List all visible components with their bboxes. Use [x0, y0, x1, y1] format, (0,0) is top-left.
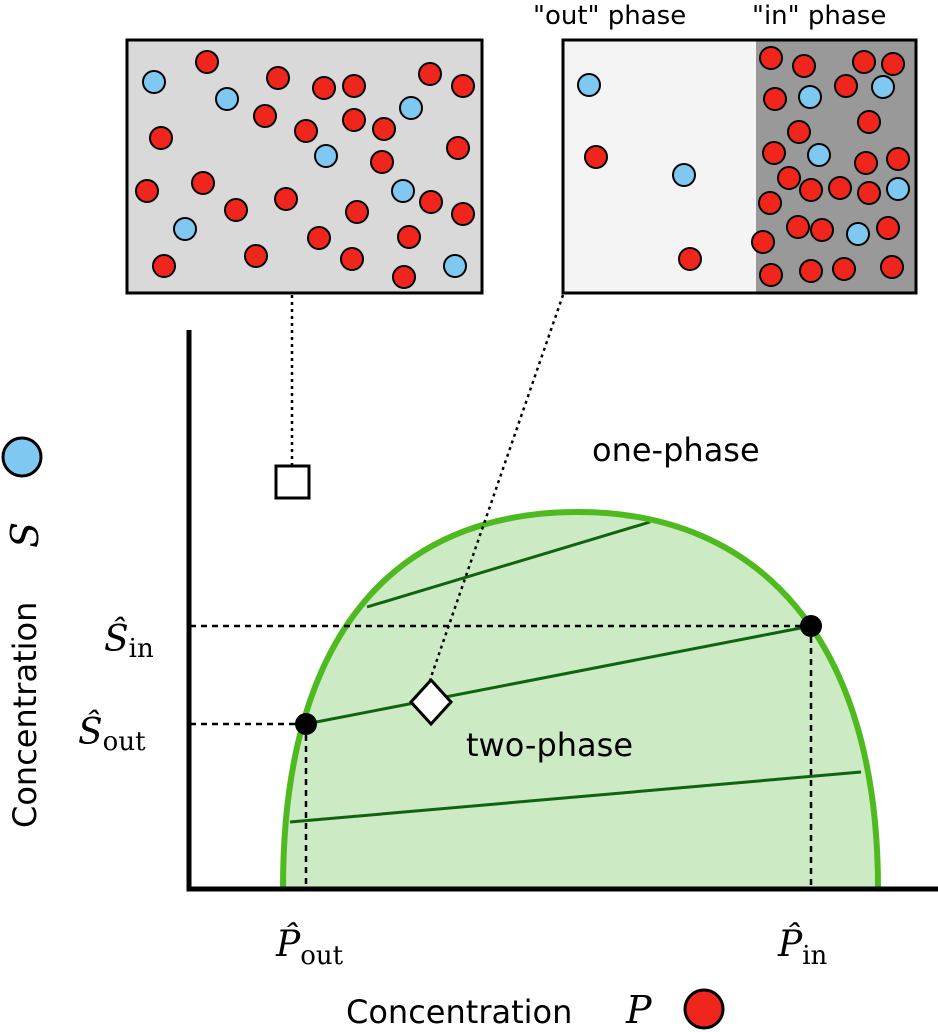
diamond-marker-icon — [408, 677, 454, 727]
square-marker-icon — [274, 464, 311, 500]
red-particle — [419, 190, 443, 214]
red-particle — [799, 259, 823, 283]
red-particle — [370, 150, 394, 174]
red-particle — [345, 200, 369, 224]
red-particle — [418, 62, 442, 86]
blue-particle — [886, 177, 910, 201]
blue-particle — [443, 254, 467, 278]
red-particle — [584, 145, 608, 169]
blue-particle — [577, 73, 601, 97]
mixed-state-inset — [125, 38, 484, 295]
out-phase-label: "out" phase — [533, 1, 686, 31]
red-particle — [152, 254, 176, 278]
tie-line — [366, 520, 651, 609]
blue-particle — [807, 143, 831, 167]
separated-state-inset — [561, 38, 918, 295]
red-particle — [451, 74, 475, 98]
axes — [186, 330, 938, 892]
two-phase-region — [283, 512, 878, 888]
red-particle — [852, 50, 876, 74]
red-particle — [759, 263, 783, 287]
red-particle — [762, 141, 786, 165]
y-axis-symbol: S — [3, 522, 47, 548]
x-axis-symbol: P — [625, 988, 653, 1032]
separated-particles — [577, 46, 910, 287]
blue-particle — [672, 163, 696, 187]
blue-circle-legend-icon — [1, 436, 43, 478]
coexistence-point-out — [295, 713, 317, 735]
red-circle-legend-icon — [683, 988, 725, 1030]
y-axis-title-group: Concentration S — [3, 522, 47, 828]
mixed-particles — [135, 50, 475, 289]
p-out-label: P̂out — [275, 922, 344, 971]
blue-particle — [173, 217, 197, 241]
blue-particle — [314, 144, 338, 168]
blue-particle — [391, 179, 415, 203]
red-particle — [274, 187, 298, 211]
red-particle — [149, 126, 173, 150]
coexistence-guides — [190, 624, 813, 888]
red-particle — [397, 225, 421, 249]
red-particle — [451, 202, 475, 226]
blue-particle — [871, 75, 895, 99]
s-in-label: Ŝin — [104, 618, 154, 664]
red-particle — [792, 54, 816, 78]
red-particle — [810, 218, 834, 242]
red-particle — [759, 46, 783, 70]
blue-particle — [798, 85, 822, 109]
blue-particle — [142, 70, 166, 94]
red-particle — [881, 52, 905, 76]
red-particle — [342, 108, 366, 132]
blue-particle — [846, 222, 870, 246]
red-particle — [758, 191, 782, 215]
red-particle — [312, 76, 336, 100]
one-phase-label: one-phase — [592, 431, 760, 469]
red-particle — [135, 179, 159, 203]
p-in-label: P̂in — [777, 922, 828, 971]
red-particle — [266, 66, 290, 90]
red-particle — [799, 178, 823, 202]
inset-connectors — [290, 294, 565, 681]
red-particle — [787, 120, 811, 144]
red-particle — [832, 257, 856, 281]
red-particle — [244, 244, 268, 268]
y-axis-title: Concentration — [6, 602, 44, 828]
red-particle — [828, 176, 852, 200]
red-particle — [857, 181, 881, 205]
red-particle — [446, 136, 470, 160]
red-particle — [392, 265, 416, 289]
red-particle — [294, 119, 318, 143]
s-out-label: Ŝout — [78, 711, 146, 757]
two-phase-label: two-phase — [466, 726, 633, 764]
red-particle — [834, 74, 858, 98]
red-particle — [340, 247, 364, 271]
tie-line — [305, 624, 812, 726]
blue-particle — [399, 96, 423, 120]
red-particle — [857, 110, 881, 134]
red-particle — [876, 216, 900, 240]
tie-line — [289, 770, 862, 824]
red-particle — [307, 226, 331, 250]
red-particle — [342, 74, 366, 98]
coexistence-point-in — [800, 615, 822, 637]
red-particle — [195, 50, 219, 74]
in-phase-label: "in" phase — [752, 1, 886, 31]
red-particle — [224, 198, 248, 222]
red-particle — [253, 104, 277, 128]
red-particle — [777, 166, 801, 190]
red-particle — [372, 117, 396, 141]
red-particle — [763, 87, 787, 111]
red-particle — [786, 215, 810, 239]
red-particle — [678, 247, 702, 271]
red-particle — [191, 171, 215, 195]
red-particle — [751, 230, 775, 254]
x-axis-title: Concentration — [346, 993, 572, 1031]
blue-particle — [215, 87, 239, 111]
red-particle — [886, 147, 910, 171]
red-particle — [880, 255, 904, 279]
red-particle — [854, 151, 878, 175]
binodal-curve — [280, 508, 881, 889]
